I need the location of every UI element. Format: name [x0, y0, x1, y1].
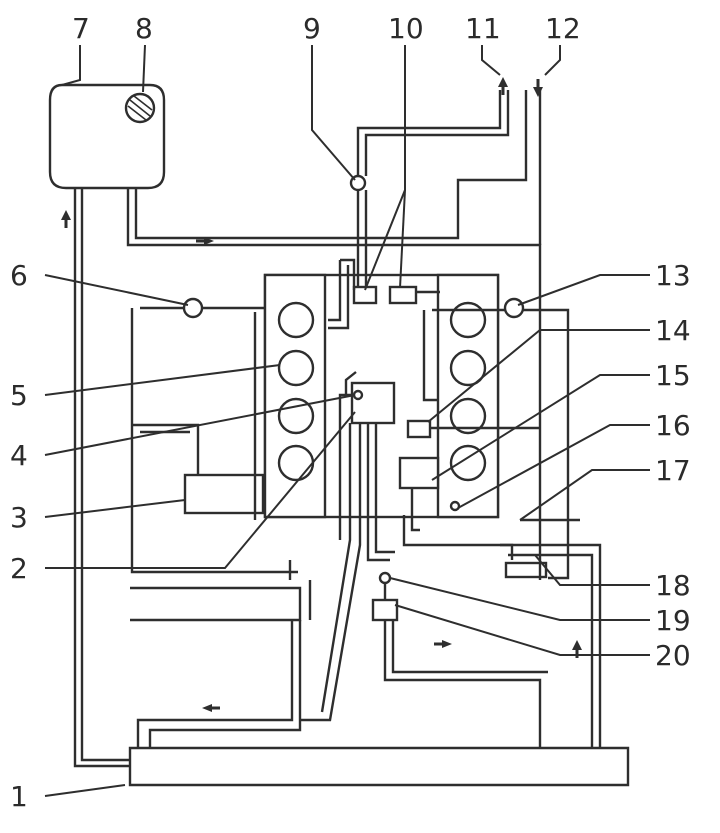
bleed-screw-right: [503, 297, 525, 319]
arrow-up-icon: [61, 210, 71, 220]
expansion-tank-cap: [124, 92, 156, 124]
callout-3: 3: [10, 501, 28, 534]
callout-20: 20: [655, 639, 691, 672]
arrow-right-icon: [204, 237, 214, 245]
arrow-left-icon: [202, 704, 212, 712]
arrow-right-icon: [442, 640, 452, 648]
callout-13: 13: [655, 259, 691, 292]
callout-14: 14: [655, 314, 691, 347]
callout-17: 17: [655, 454, 691, 487]
callout-6: 6: [10, 259, 28, 292]
callout-11: 11: [465, 12, 501, 45]
callout-10: 10: [388, 12, 424, 45]
leader-lines: [44, 44, 650, 797]
arrow-down-icon: [533, 87, 543, 97]
temperature-sender: [449, 500, 461, 512]
right-cylinder-bank: [449, 301, 487, 482]
bleed-screw-left: [182, 297, 204, 319]
heat-exchanger: [398, 456, 440, 490]
callout-8: 8: [135, 12, 153, 45]
non-return-valve: [378, 571, 392, 585]
callout-2: 2: [10, 552, 28, 585]
callout-labels: 1 2 3 4 5 6 7 8 9 10 11 12 13 14 15 16 1…: [10, 12, 691, 813]
callout-16: 16: [655, 409, 691, 442]
callout-7: 7: [72, 12, 90, 45]
auxiliary-pump: [371, 598, 399, 622]
coolant-pump: [350, 381, 396, 425]
callout-4: 4: [10, 439, 28, 472]
arrow-up-icon: [572, 640, 582, 650]
callout-5: 5: [10, 379, 28, 412]
callout-18: 18: [655, 569, 691, 602]
arrow-up-icon: [498, 77, 508, 87]
coolant-cooler: [504, 561, 548, 579]
pump-inlet: [352, 389, 364, 401]
heater-valve-b: [388, 285, 418, 305]
callout-15: 15: [655, 359, 691, 392]
callout-19: 19: [655, 604, 691, 637]
radiator: [128, 746, 630, 787]
thermostat-housing: [406, 419, 432, 439]
callout-9: 9: [303, 12, 321, 45]
callout-1: 1: [10, 780, 28, 813]
callout-12: 12: [545, 12, 581, 45]
oil-cooler: [183, 473, 265, 515]
